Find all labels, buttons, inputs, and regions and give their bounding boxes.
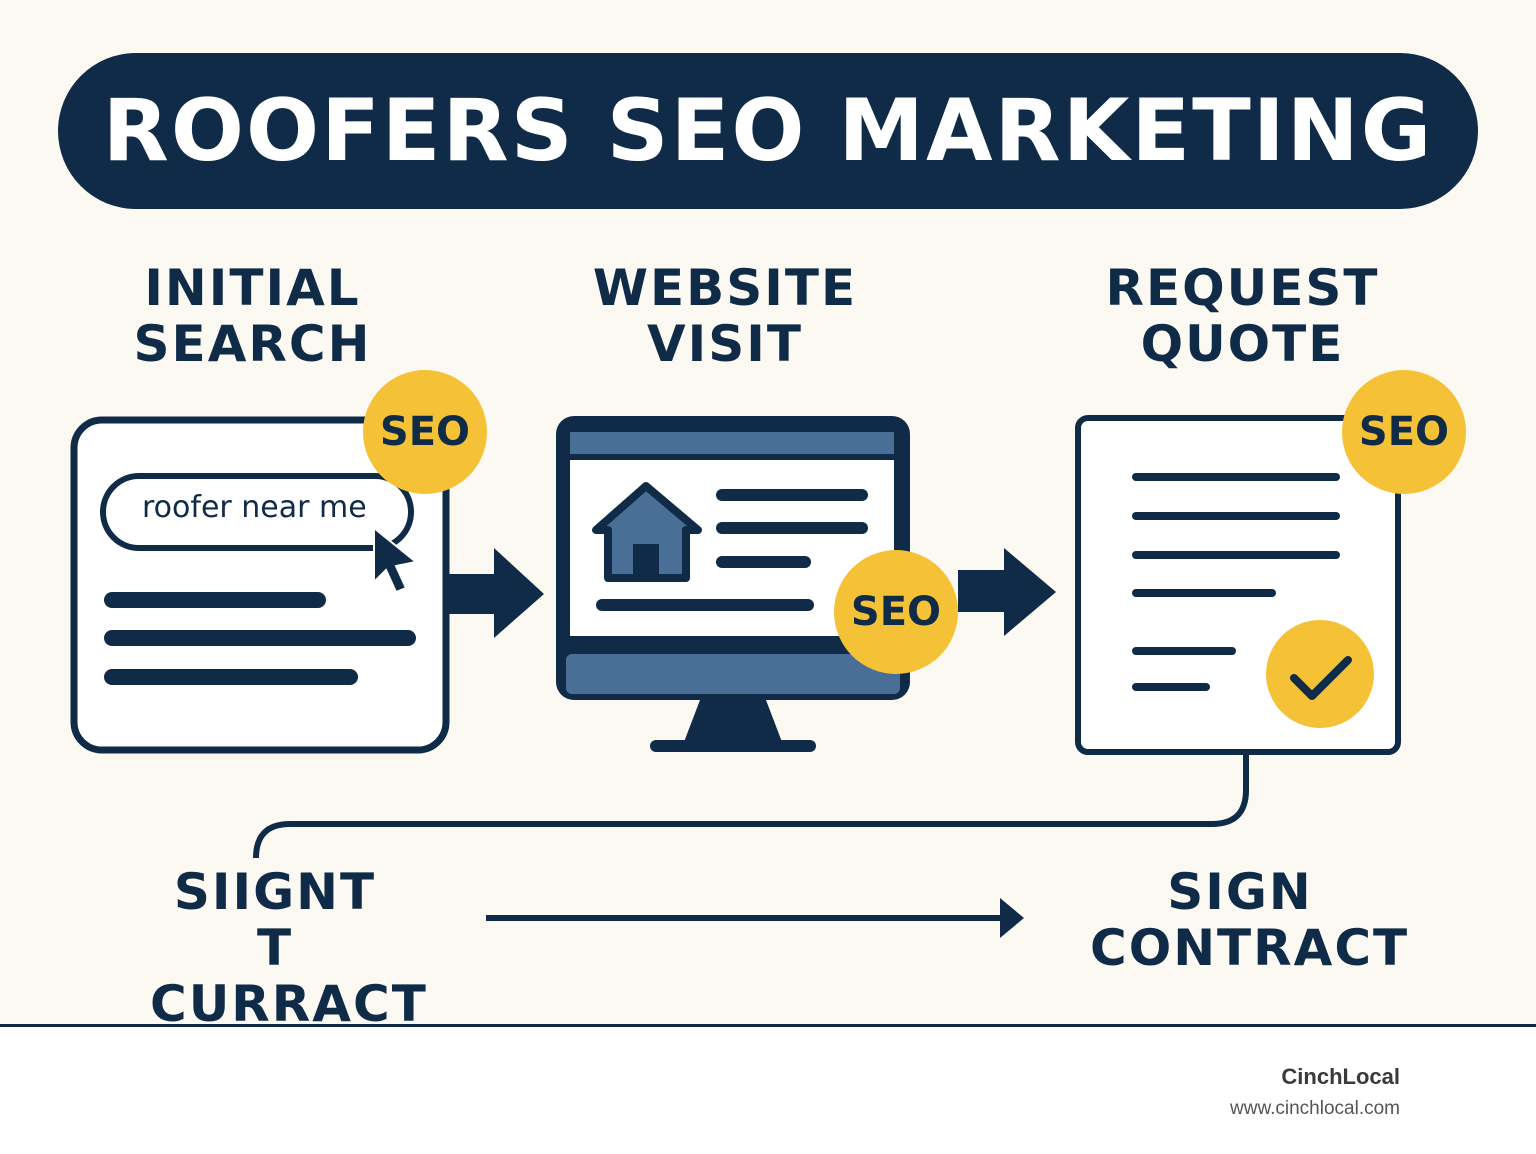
step-label-website-visit: WEBSITE VISIT xyxy=(590,260,860,372)
step-label-line2: SEARCH xyxy=(133,315,372,373)
step-label-line1: WEBSITE xyxy=(592,259,858,317)
bottom-left-line1: SIIGNT T xyxy=(173,863,377,977)
brand-name: CinchLocal xyxy=(1281,1064,1400,1089)
search-query-text: roofer near me xyxy=(142,490,367,525)
step-label-line2: VISIT xyxy=(646,315,804,373)
checkmark-icon xyxy=(1266,620,1374,728)
arrow-icon xyxy=(958,548,1056,636)
bottom-right-label: SIGN CONTRACT xyxy=(1090,863,1410,977)
bottom-left-line2: CURRACT xyxy=(150,975,428,1033)
step-label-line1: REQUEST xyxy=(1105,259,1380,317)
house-icon xyxy=(592,482,702,582)
cursor-icon xyxy=(373,525,419,594)
seo-badge-label: SEO xyxy=(1358,409,1450,455)
bottom-right-line1: SIGN xyxy=(1167,863,1313,921)
bottom-left-label: SIIGNT T CURRACT xyxy=(150,863,428,1033)
footer-divider xyxy=(0,1024,1536,1027)
step-label-line1: INITIAL xyxy=(144,259,361,317)
arrow-icon xyxy=(446,548,544,638)
bottom-right-line2: CONTRACT xyxy=(1090,919,1410,977)
seo-badge-quote xyxy=(1342,370,1466,494)
step-label-request-quote: REQUEST QUOTE xyxy=(1100,260,1385,372)
step-label-initial-search: INITIAL SEARCH xyxy=(120,260,385,372)
footer xyxy=(0,1027,1536,1154)
title-banner: ROOFERS SEO MARKETING xyxy=(58,53,1478,209)
seo-badge-label: SEO xyxy=(379,409,471,455)
seo-badge-website xyxy=(834,550,958,674)
page-title: ROOFERS SEO MARKETING xyxy=(102,81,1434,181)
seo-badge-search xyxy=(363,370,487,494)
connector-line xyxy=(253,752,1249,859)
arrow-icon xyxy=(486,898,1024,938)
brand-url[interactable]: www.cinchlocal.com xyxy=(1230,1098,1400,1119)
seo-badge-label: SEO xyxy=(850,589,942,635)
step-label-line2: QUOTE xyxy=(1140,315,1345,373)
